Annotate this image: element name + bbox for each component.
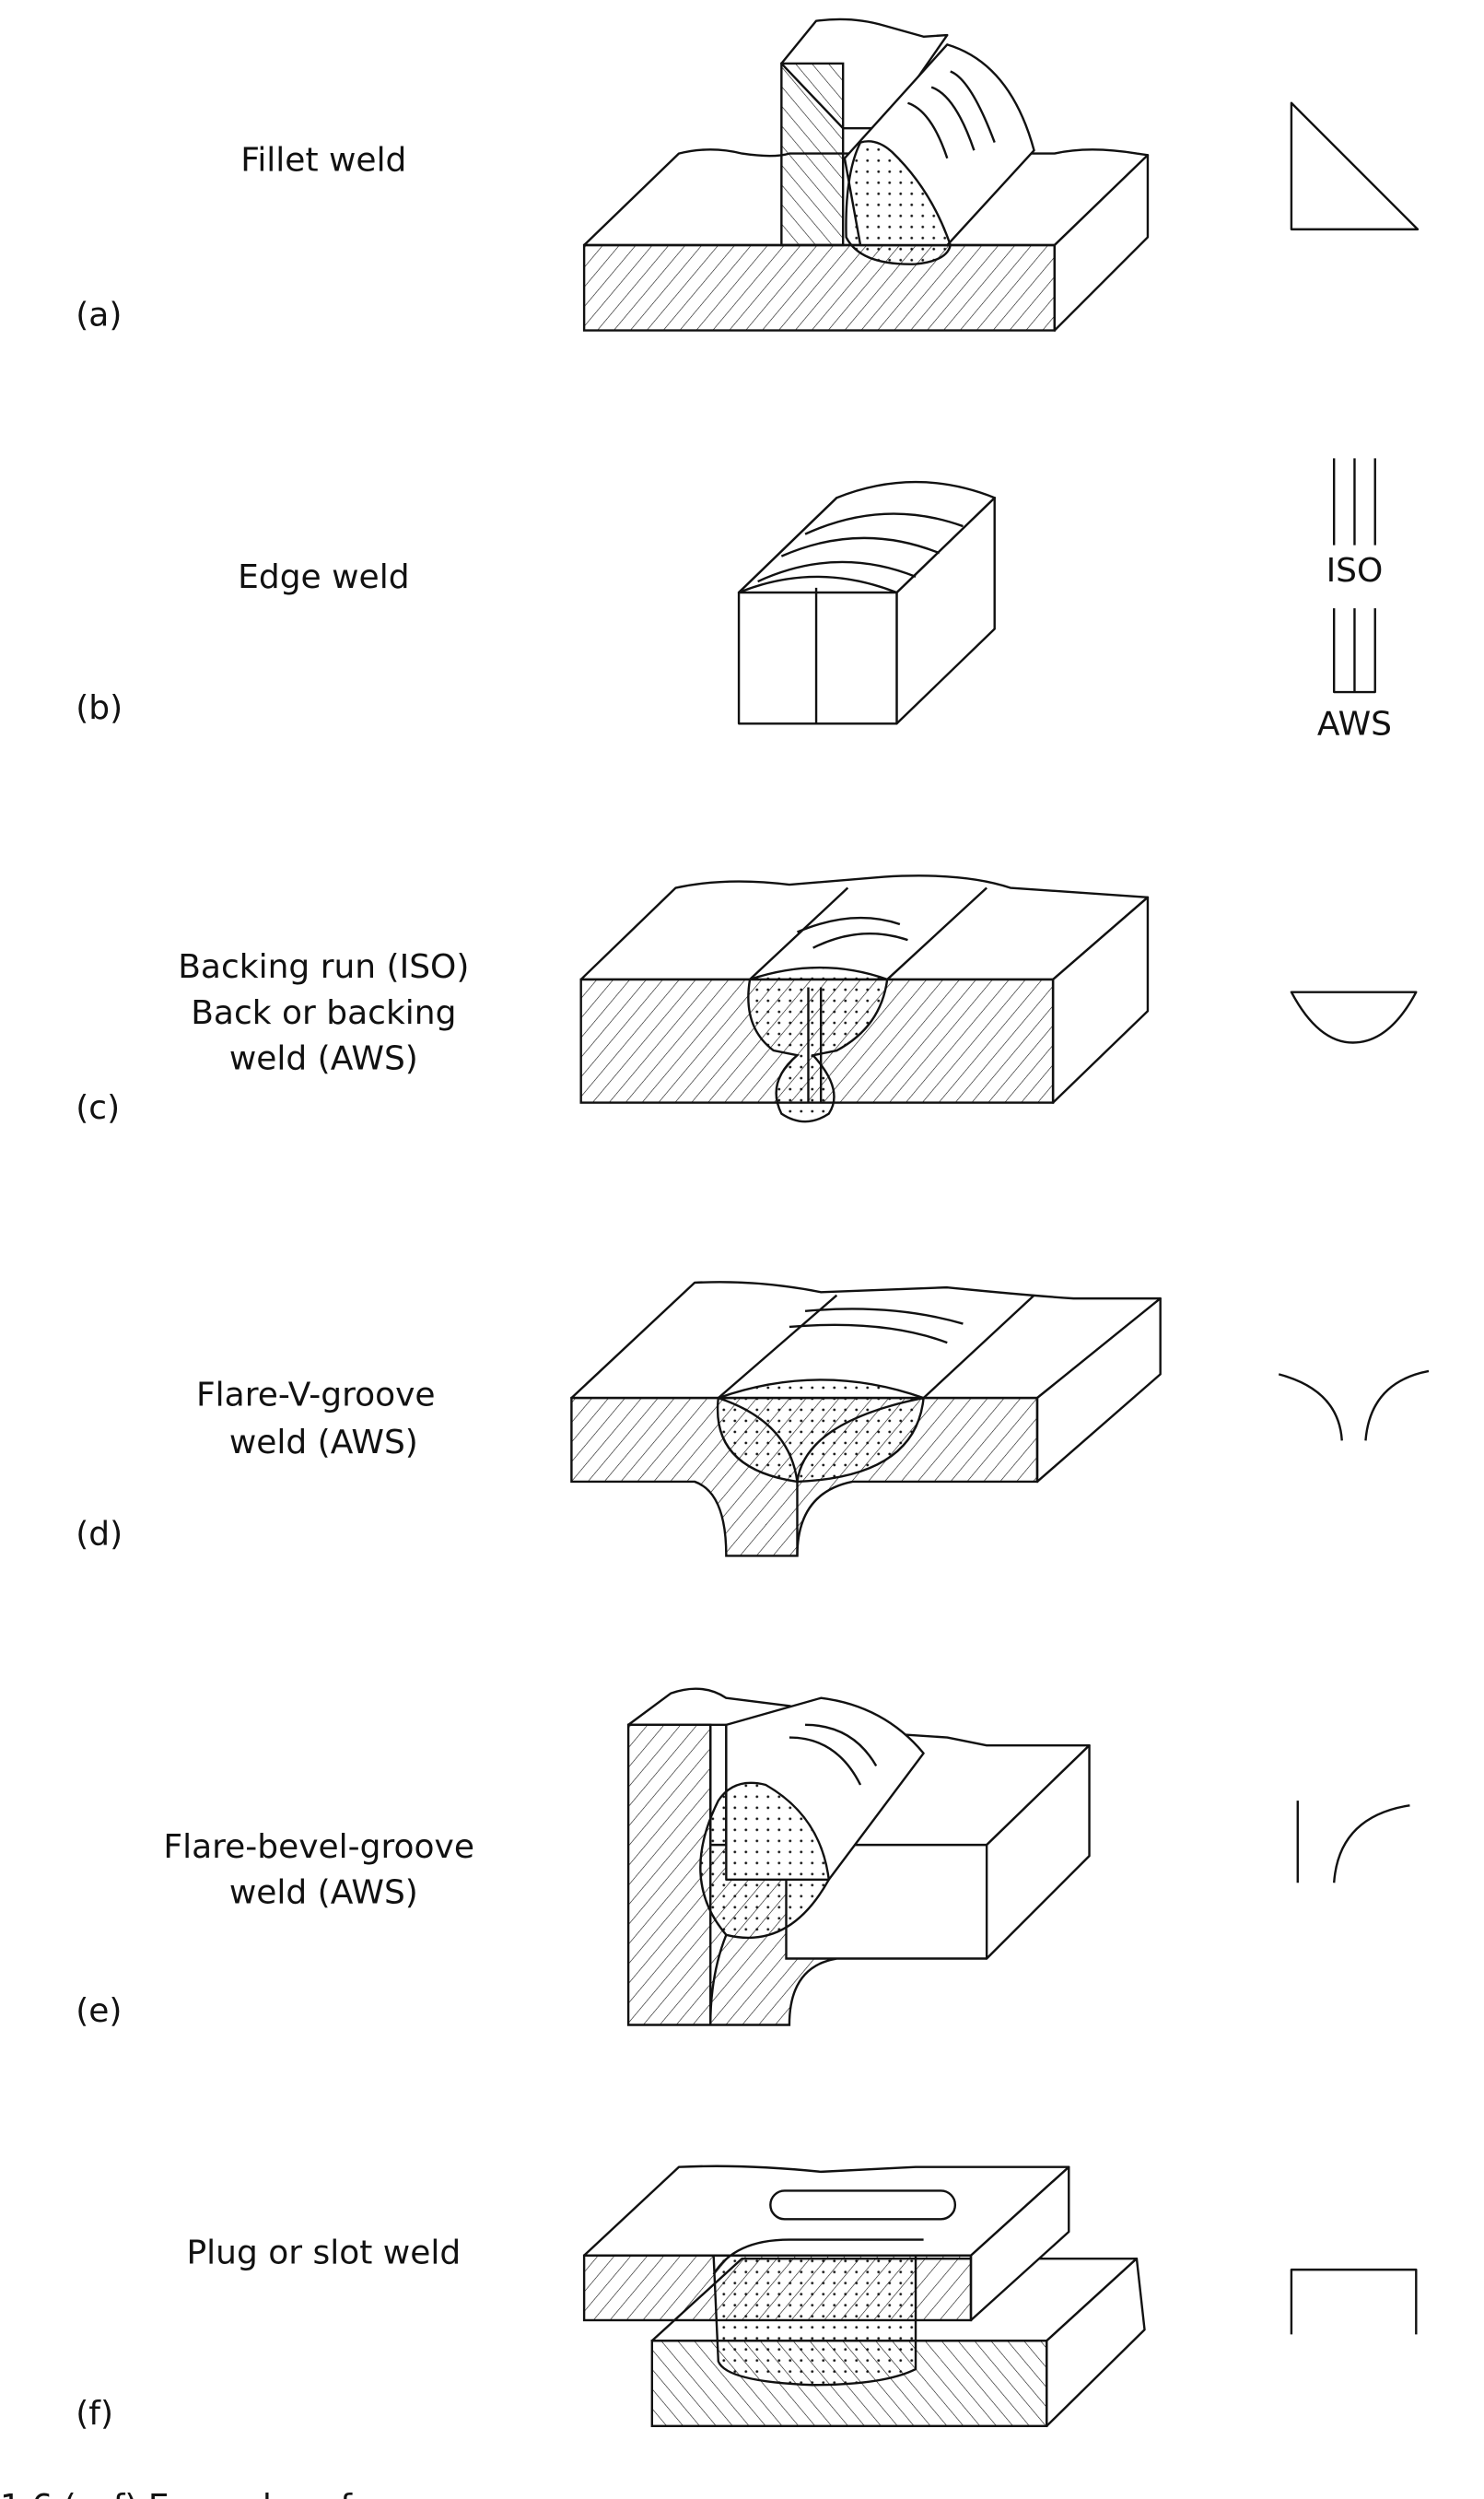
flare-bevel-groove-drawing <box>626 1687 1091 2026</box>
edge-weld-drawing <box>737 480 996 725</box>
panel-b-labels: Edge weld (b) <box>76 558 409 727</box>
panel-title: Backing run (ISO) <box>178 948 469 986</box>
panel-title: weld (AWS) <box>229 1040 418 1078</box>
plug-slot-weld-drawing <box>582 2165 1146 2428</box>
panel-a-labels: Fillet weld (a) <box>76 141 406 334</box>
panel-title: Edge weld <box>238 558 409 596</box>
panel-c-labels: Backing run (ISO) Back or backing weld (… <box>76 948 469 1127</box>
flare-v-symbol <box>1278 1369 1430 1441</box>
half-circle-symbol <box>1290 991 1418 1044</box>
panel-letter: (b) <box>76 689 123 727</box>
flare-v-groove-drawing <box>570 1281 1162 1557</box>
edge-symbol: ISO AWS <box>1317 458 1392 743</box>
figure-caption: 1.6 (a–f) Examples of <box>0 2488 353 2499</box>
panel-letter: (d) <box>76 1515 123 1553</box>
symbol-label-aws: AWS <box>1317 705 1392 743</box>
panel-letter: (e) <box>76 1992 122 2030</box>
panel-title: Flare-bevel-groove <box>163 1828 474 1866</box>
panel-f-labels: Plug or slot weld (f) <box>76 2234 461 2433</box>
panel-title: weld (AWS) <box>229 1424 418 1461</box>
backing-weld-drawing <box>579 874 1150 1123</box>
panel-letter: (f) <box>76 2395 113 2433</box>
panel-letter: (c) <box>76 1089 120 1127</box>
panel-title: Fillet weld <box>240 141 406 179</box>
fillet-symbol <box>1290 101 1420 231</box>
panel-title: Back or backing <box>191 994 456 1032</box>
symbol-label-iso: ISO <box>1326 552 1384 590</box>
flare-bevel-symbol <box>1296 1801 1410 1883</box>
panel-e-labels: Flare-bevel-groove weld (AWS) (e) <box>76 1828 474 2030</box>
panel-title: weld (AWS) <box>229 1874 418 1912</box>
panel-title: Flare-V-groove <box>196 1377 436 1414</box>
fillet-weld-drawing <box>582 18 1150 332</box>
panel-title: Plug or slot weld <box>186 2234 461 2271</box>
plug-symbol <box>1290 2268 1418 2335</box>
panel-letter: (a) <box>76 296 122 334</box>
panel-d-labels: Flare-V-groove weld (AWS) (d) <box>76 1377 435 1554</box>
